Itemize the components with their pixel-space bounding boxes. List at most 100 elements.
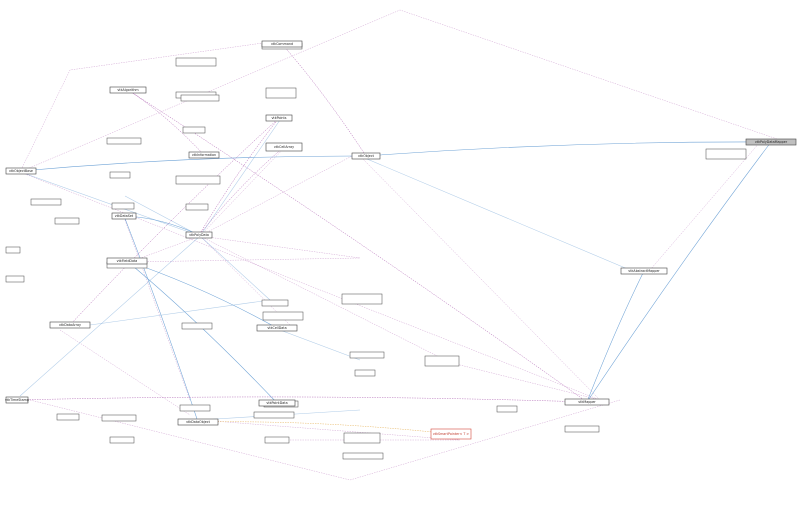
edge-vtkFieldData-vtkPointData xyxy=(126,260,278,404)
unlabeled-node-box xyxy=(341,293,383,305)
node-label: vtkSmartPointer< T > xyxy=(433,432,470,436)
edge-vtkDataArray-vtkPoints xyxy=(69,117,280,326)
unlabeled-node-box xyxy=(181,322,213,330)
background-edge xyxy=(359,155,631,271)
background-edge xyxy=(199,235,446,361)
unlabeled-node-box xyxy=(180,94,220,102)
edge-vtkFieldData-vtkCellData xyxy=(126,260,278,329)
node-vtkSmartPointer[interactable]: vtkSmartPointer< T > xyxy=(430,428,472,440)
node-vtkCellArray[interactable]: vtkCellArray xyxy=(265,142,303,152)
unlabeled-node-box xyxy=(56,413,80,421)
node-label: vtkAbstractMapper xyxy=(628,269,660,273)
unlabeled-node-box xyxy=(111,202,135,210)
node-label: vtkTimeStamp xyxy=(5,398,29,402)
edge-vtkPoints-vtkPolyData xyxy=(198,117,280,236)
node-vtkCommand[interactable]: vtkCommand xyxy=(261,40,303,48)
edge-vtkObject-root xyxy=(365,141,772,157)
background-edge xyxy=(19,9,781,173)
node-box xyxy=(258,399,296,407)
background-edge xyxy=(359,155,601,401)
node-label: vtkFieldData xyxy=(117,259,138,263)
node-label: vtkDataSet xyxy=(115,214,134,218)
node-vtkPointData[interactable]: vtkPointData xyxy=(258,399,296,407)
node-vtkFieldData[interactable]: vtkFieldData xyxy=(106,257,148,265)
unlabeled-node-box xyxy=(265,87,297,99)
background-edge xyxy=(19,235,201,397)
unlabeled-node-box xyxy=(185,203,209,211)
node-label: vtkPointData xyxy=(266,401,287,405)
edge-vtkTimeStamp-vtkMapper xyxy=(16,396,588,403)
unlabeled-node-box xyxy=(264,436,290,444)
unlabeled-node-box xyxy=(342,452,384,460)
node-box xyxy=(564,398,610,406)
node-box xyxy=(49,321,91,329)
node-label: vtkDataObject xyxy=(186,420,210,424)
node-box xyxy=(351,152,381,160)
unlabeled-node-box xyxy=(182,126,206,134)
node-vtkInformation[interactable]: vtkInformation xyxy=(188,151,220,159)
node-box xyxy=(430,428,472,440)
node-vtkPoints[interactable]: vtkPoints xyxy=(265,114,293,122)
background-edge xyxy=(14,169,201,237)
unlabeled-node-box xyxy=(54,217,80,225)
node-box xyxy=(188,151,220,159)
node-box xyxy=(185,231,213,239)
node-vtkObjectBase[interactable]: vtkObjectBase xyxy=(5,167,37,175)
node-vtkTimeStamp[interactable]: vtkTimeStamp xyxy=(5,396,29,404)
node-label: vtkCommand xyxy=(271,42,293,46)
background-edge xyxy=(89,299,271,326)
node-vtkPolyData[interactable]: vtkPolyData xyxy=(185,231,213,239)
unlabeled-node-box xyxy=(109,436,135,444)
background-edge xyxy=(29,399,621,481)
node-label: vtkCellData xyxy=(267,326,286,330)
graph-edges xyxy=(14,9,781,481)
unlabeled-node-box xyxy=(354,369,376,377)
node-box xyxy=(106,257,148,265)
edge-vtkSmartPointer-vtkDataObject xyxy=(197,421,452,435)
background-edge xyxy=(124,195,201,237)
edge-vtkCommand-vtkObject xyxy=(281,43,367,157)
edge-vtkDataObject-vtkDataSet xyxy=(123,215,199,423)
edge-vtkMapper-root xyxy=(586,141,772,403)
node-vtkMapper[interactable]: vtkMapper xyxy=(564,398,610,406)
background-edge xyxy=(59,329,191,416)
node-root[interactable]: vtkPolyDataMapper xyxy=(745,138,797,146)
node-box xyxy=(261,40,303,48)
background-edge xyxy=(199,419,461,441)
node-box xyxy=(5,396,29,404)
node-box xyxy=(265,142,303,152)
background-edge xyxy=(649,141,761,271)
unlabeled-node-box xyxy=(179,404,211,412)
node-label: vtkInformation xyxy=(192,153,216,157)
unlabeled-node-box xyxy=(343,432,381,444)
node-vtkAlgorithm[interactable]: vtkAlgorithm xyxy=(109,86,147,94)
node-vtkObject[interactable]: vtkObject xyxy=(351,152,381,160)
node-label: vtkMapper xyxy=(578,400,596,404)
background-edge xyxy=(199,235,361,259)
node-box xyxy=(256,324,298,332)
unlabeled-node-box xyxy=(101,414,137,422)
background-edge xyxy=(439,359,601,401)
node-vtkDataSet[interactable]: vtkDataSet xyxy=(111,212,137,220)
unlabeled-node-box xyxy=(5,246,21,254)
node-box xyxy=(620,267,668,275)
unlabeled-node-box xyxy=(261,299,289,307)
node-label: vtkPolyData xyxy=(189,233,209,237)
node-vtkCellData[interactable]: vtkCellData xyxy=(256,324,298,332)
node-vtkDataArray[interactable]: vtkDataArray xyxy=(49,321,91,329)
unlabeled-node-box xyxy=(349,351,385,359)
node-box xyxy=(265,114,293,122)
node-vtkAbstractMapper[interactable]: vtkAbstractMapper xyxy=(620,267,668,275)
edge-vtkInformation-vtkAlgorithm xyxy=(127,89,205,156)
unlabeled-node-box xyxy=(564,425,600,433)
node-label: vtkPolyDataMapper xyxy=(755,140,788,144)
graph-nodes: vtkPolyDataMapper vtkDataObject vtkCommand… xyxy=(5,40,797,460)
unlabeled-node-box xyxy=(262,311,304,321)
node-box xyxy=(745,138,797,146)
unlabeled-node-box xyxy=(5,275,25,283)
node-box xyxy=(111,212,137,220)
node-box xyxy=(5,167,37,175)
unlabeled-node-box xyxy=(424,355,460,367)
node-vtkDataObject[interactable]: vtkDataObject xyxy=(177,418,219,426)
